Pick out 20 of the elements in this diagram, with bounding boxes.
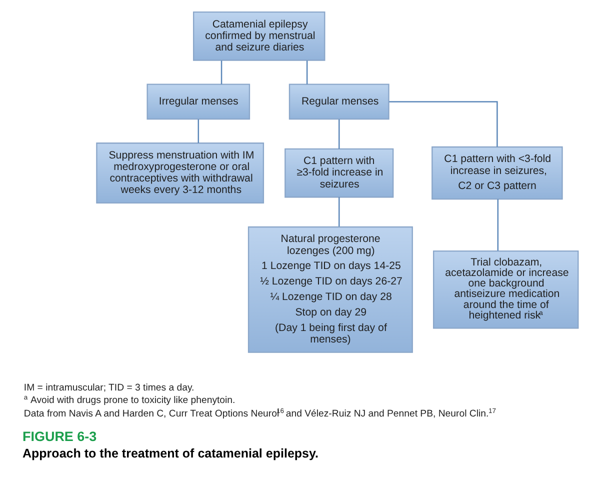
- node-box: Natural progesterone lozenges (200 mg) 1 Lozenge TID on days 14-25 ½ Lozenge TID on days 26-27 ¼ Lozenge TID on day 28 Stop on day 29 (Day 1 being first day of menses): [247, 226, 412, 353]
- caption: Approach to the treatment of catamenial epilepsy.: [22, 446, 318, 461]
- node-box: C1 pattern with <3-fold increase in seizures, C2 or C3 pattern: [431, 146, 562, 200]
- connector: [338, 119, 340, 149]
- label: $^{a}$ Avoid with drugs prone to toxicity like phenytoin.: [23, 394, 235, 406]
- connector: [338, 197, 340, 227]
- label: IM = intramuscular; TID = 3 times a day.: [23, 382, 194, 394]
- node-box: Suppress menstruation with IM medroxyprogesterone or oral contraceptives with withdrawal weeks every 3-12 months: [96, 142, 264, 204]
- connector: [197, 119, 199, 144]
- label: Data from Navis A and Harden C, Curr Treat Options Neurol$^{16}$ and Vélez-Ruiz NJ and Pennet PB, Neurol Clin.$^{17}$: [23, 408, 496, 420]
- node-box: Regular menses: [288, 84, 389, 120]
- node-box: Irregular menses: [146, 84, 250, 120]
- connector: [388, 101, 498, 147]
- node-box: Trial clobazam, acetazolamide or increase one background antiseizure medication around the time of heightened risk$^{a}$: [432, 250, 578, 329]
- node-box: C1 pattern with ≥3-fold increase in seizures: [284, 148, 394, 198]
- connector: [220, 60, 222, 84]
- diagram-title: FIGURE 6-3: [22, 429, 96, 444]
- connector: [306, 60, 308, 84]
- connector: [496, 199, 498, 251]
- node-box: Catamenial epilepsy confirmed by menstrual and seizure diaries: [192, 11, 325, 61]
